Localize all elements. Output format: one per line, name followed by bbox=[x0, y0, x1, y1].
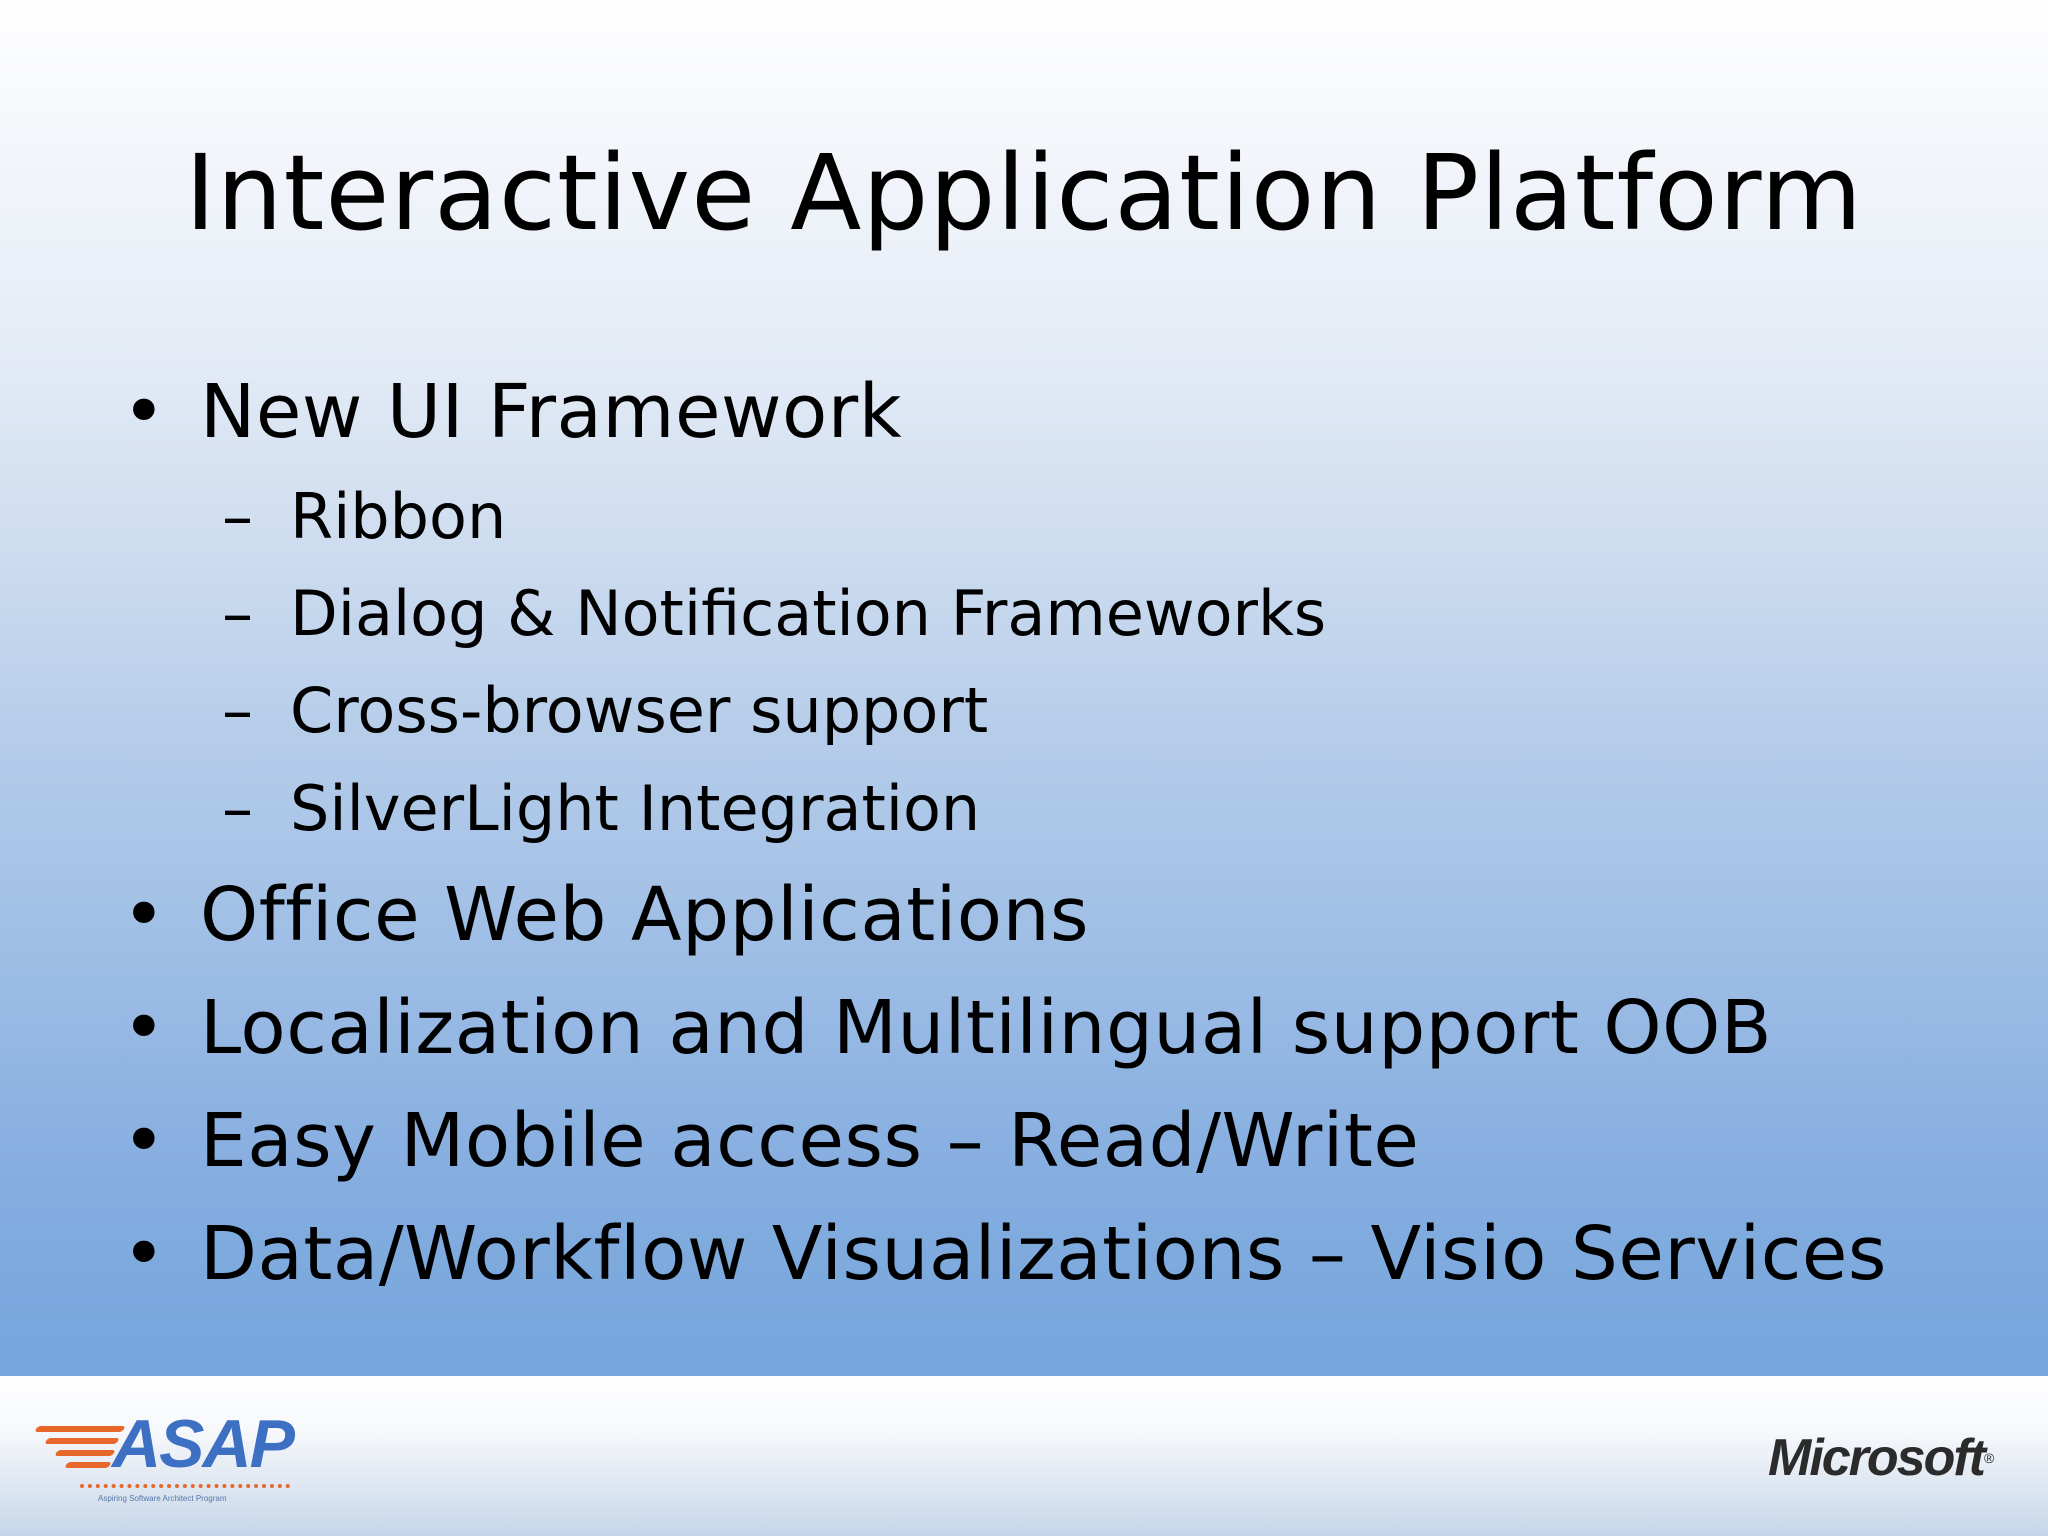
asap-logo: ASAP Aspiring Software Architect Program bbox=[28, 1406, 295, 1506]
slide-background: Interactive Application Platform • New U… bbox=[0, 0, 2048, 1376]
asap-logo-stripe bbox=[54, 1450, 116, 1456]
sub-bullet-text: Dialog & Notification Frameworks bbox=[290, 577, 1327, 650]
slide-title: Interactive Application Platform bbox=[184, 132, 1864, 254]
sub-bullet-text: Cross-browser support bbox=[290, 674, 989, 747]
sub-bullet-dash: – bbox=[222, 772, 253, 845]
bullet-dot: • bbox=[122, 1211, 166, 1297]
slide-footer: ASAP Aspiring Software Architect Program… bbox=[0, 1376, 2048, 1536]
bullet-dot: • bbox=[122, 369, 166, 455]
bullet-text: Office Web Applications bbox=[200, 872, 1090, 958]
bullet-dot: • bbox=[122, 1098, 166, 1184]
sub-bullet-text: SilverLight Integration bbox=[290, 772, 981, 845]
bullet-list: • New UI Framework – Ribbon – Dialog & N… bbox=[122, 369, 1887, 1297]
sub-bullet-text: Ribbon bbox=[290, 480, 507, 553]
microsoft-logo: Microsoft® bbox=[1768, 1426, 1994, 1490]
asap-logo-stripe bbox=[64, 1462, 112, 1468]
trademark-symbol: ® bbox=[1984, 1450, 1995, 1466]
asap-logo-dots bbox=[80, 1484, 290, 1488]
microsoft-logo-text: Microsoft bbox=[1768, 1429, 1986, 1487]
bullet-text: New UI Framework bbox=[200, 369, 903, 455]
asap-logo-tagline: Aspiring Software Architect Program bbox=[98, 1494, 227, 1503]
bullet-text: Easy Mobile access – Read/Write bbox=[200, 1098, 1420, 1184]
bullet-dot: • bbox=[122, 985, 166, 1071]
bullet-text: Localization and Multilingual support OO… bbox=[200, 985, 1773, 1071]
sub-bullet-dash: – bbox=[222, 674, 253, 747]
bullet-text: Data/Workflow Visualizations – Visio Ser… bbox=[200, 1211, 1887, 1297]
asap-logo-text: ASAP bbox=[112, 1406, 295, 1482]
bullet-dot: • bbox=[122, 872, 166, 958]
asap-logo-stripe bbox=[44, 1438, 120, 1444]
sub-bullet-dash: – bbox=[222, 480, 253, 553]
sub-bullet-dash: – bbox=[222, 577, 253, 650]
